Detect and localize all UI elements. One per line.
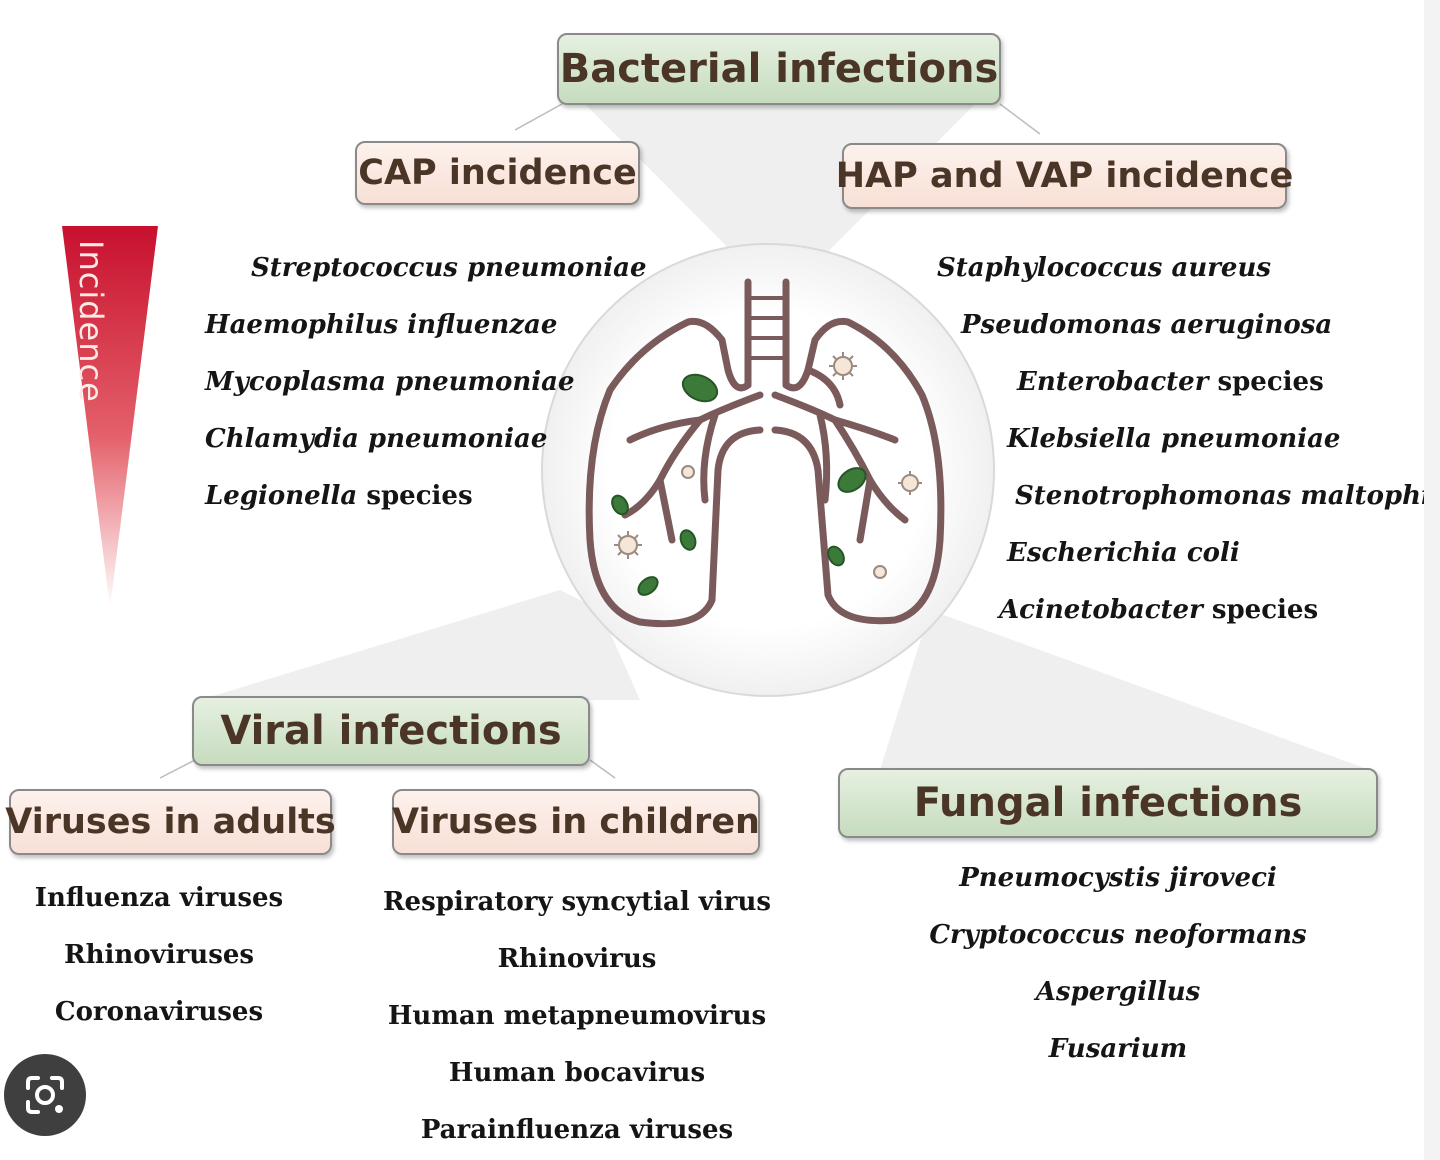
bacterial-infections-title: Bacterial infections [559, 46, 999, 92]
list-item: Stenotrophomonas maltophilia [1015, 481, 1440, 511]
list-item: Cryptococcus neoformans [929, 920, 1307, 950]
incidence-label: Incidence [72, 240, 110, 403]
list-item: Klebsiella pneumoniae [1007, 424, 1341, 454]
list-item: Human bocavirus [448, 1058, 706, 1088]
list-item: Pseudomonas aeruginosa [961, 310, 1333, 340]
arrow-to-adults [159, 759, 196, 779]
adult-virus-list: Influenza viruses Rhinoviruses Coronavir… [0, 870, 318, 1041]
viral-infections-title: Viral infections [220, 708, 562, 754]
list-item: Respiratory syncytial virus [382, 887, 772, 917]
cap-pathogen-list: Streptococcus pneumoniae Haemophilus inf… [205, 240, 647, 525]
children-virus-list: Respiratory syncytial virus Rhinovirus H… [377, 874, 777, 1159]
cap-incidence-box: CAP incidence [355, 141, 640, 205]
bacterial-infections-box: Bacterial infections [557, 33, 1001, 105]
visual-search-button[interactable] [4, 1054, 86, 1136]
virus-icon [618, 356, 919, 579]
page-edge-strip [1424, 0, 1440, 1160]
bacterium-icon [611, 373, 867, 596]
fungal-infections-box: Fungal infections [838, 768, 1378, 838]
hap-vap-pathogen-list: Staphylococcus aureus Pseudomonas aerugi… [937, 240, 1440, 639]
hap-vap-incidence-title: HAP and VAP incidence [835, 156, 1294, 196]
list-item: Escherichia coli [1007, 538, 1240, 568]
list-item: Coronaviruses [54, 997, 264, 1027]
list-item: Rhinoviruses [63, 940, 255, 970]
viruses-in-children-title: Viruses in children [392, 802, 760, 842]
viruses-in-adults-box: Viruses in adults [5, 789, 336, 855]
viruses-in-adults-title: Viruses in adults [5, 802, 336, 842]
list-item: Human metapneumovirus [387, 1001, 767, 1031]
visual-search-icon [26, 1076, 64, 1114]
list-item: Pneumocystis jiroveci [959, 863, 1277, 893]
fungal-pathogen-list: Pneumocystis jiroveci Cryptococcus neofo… [918, 850, 1318, 1078]
cap-incidence-title: CAP incidence [358, 153, 637, 193]
fungal-infections-title: Fungal infections [913, 780, 1303, 826]
list-item: Haemophilus influenzae [205, 310, 558, 340]
arrow-to-children [589, 759, 616, 779]
fungal-connector-wedge [880, 610, 1370, 770]
list-item: Fusarium [1048, 1034, 1188, 1064]
viral-connector-wedge [200, 590, 640, 700]
list-item: Aspergillus [1035, 977, 1201, 1007]
list-item: Parainfluenza viruses [420, 1115, 734, 1145]
list-item: Influenza viruses [34, 883, 284, 913]
list-item: Streptococcus pneumoniae [251, 253, 647, 283]
incidence-triangle [62, 226, 158, 608]
list-item: Mycoplasma pneumoniae [205, 367, 575, 397]
list-item: Staphylococcus aureus [937, 253, 1272, 283]
list-item: Enterobacter species [1017, 367, 1324, 397]
list-item: Rhinovirus [497, 944, 657, 974]
hap-vap-incidence-box: HAP and VAP incidence [836, 143, 1293, 209]
list-item: Acinetobacter species [999, 595, 1319, 625]
arrow-to-hap [999, 103, 1041, 135]
arrow-to-cap [514, 103, 563, 131]
list-item: Legionella species [205, 481, 473, 511]
list-item: Chlamydia pneumoniae [205, 424, 548, 454]
viral-infections-box: Viral infections [192, 696, 590, 766]
viruses-in-children-box: Viruses in children [392, 789, 760, 855]
